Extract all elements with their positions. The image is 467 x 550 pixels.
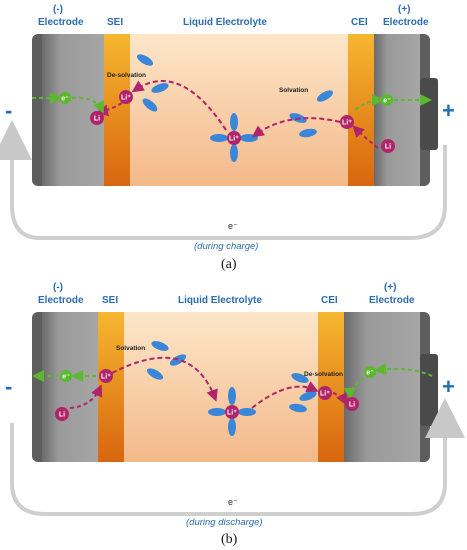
ion-path-arrow xyxy=(69,384,103,409)
ion-label-li-plus: Li⁺ xyxy=(227,410,237,417)
electrolyte-label: Liquid Electrolyte xyxy=(178,295,262,306)
electron-flow-arrow xyxy=(374,363,433,377)
mode-label: (during charge) xyxy=(194,241,259,252)
li-atom: Li xyxy=(55,407,69,421)
svg-text:Li: Li xyxy=(349,402,355,409)
negative-electrode xyxy=(42,34,104,186)
cei-label: CEI xyxy=(321,295,338,306)
electron-particle: e⁻ xyxy=(59,92,71,104)
positive-electrode xyxy=(374,34,420,186)
li-plus-ion: Li⁺ xyxy=(119,90,133,104)
cei-layer xyxy=(348,34,374,186)
svg-text:e⁻: e⁻ xyxy=(366,370,374,377)
li-atom: Li xyxy=(381,139,395,153)
neg-electrode-sign: (-) xyxy=(53,4,63,15)
external-circuit-arrow xyxy=(10,398,465,516)
ion-path-arrow xyxy=(131,80,227,131)
solvated-li-cluster: Li⁺ xyxy=(208,387,256,436)
battery-diagram-b: Li⁺ e⁻ Li⁺ Li Li⁺ e⁻ Li xyxy=(10,312,465,516)
svg-text:e⁻: e⁻ xyxy=(62,374,70,381)
pos-electrode-label: Electrode xyxy=(383,17,429,28)
electron-particle: e⁻ xyxy=(381,94,393,106)
solvated-li-cluster: Li⁺ xyxy=(210,113,258,162)
plus-sign: + xyxy=(442,98,455,123)
electron-flow-label: e⁻ xyxy=(228,221,238,231)
li-plus-ion: Li⁺ xyxy=(318,386,332,400)
pos-electrode-sign: (+) xyxy=(398,4,411,15)
panel-a-charge: Li⁺ e⁻ Li⁺ Li Li⁺ e⁻ Li (-) Electrode SE… xyxy=(0,0,467,272)
svg-text:Li: Li xyxy=(385,144,391,151)
pos-electrode-label: Electrode xyxy=(369,295,415,306)
electron-particle: e⁻ xyxy=(60,370,72,382)
electron-flow-arrow xyxy=(344,377,365,400)
solvent-molecules-right xyxy=(289,373,317,413)
battery-diagram-a: Li⁺ e⁻ Li⁺ Li Li⁺ e⁻ Li xyxy=(0,34,447,240)
svg-text:Li: Li xyxy=(94,116,100,123)
mode-label: (during discharge) xyxy=(186,517,263,528)
battery-terminal xyxy=(420,354,438,426)
svg-text:e⁻: e⁻ xyxy=(383,98,391,105)
electrolyte-region xyxy=(124,312,318,462)
plus-sign: + xyxy=(442,374,455,399)
positive-electrode xyxy=(344,312,420,462)
neg-electrode-label: Electrode xyxy=(38,17,84,28)
electron-flow-label: e⁻ xyxy=(228,497,238,507)
svg-text:Li: Li xyxy=(59,412,65,419)
li-atom: Li xyxy=(345,397,359,411)
svg-text:Li⁺: Li⁺ xyxy=(101,374,111,381)
ion-path-arrow xyxy=(111,356,218,402)
li-atom: Li xyxy=(90,111,104,125)
li-plus-ion: Li⁺ xyxy=(340,115,354,129)
sei-label: SEI xyxy=(102,295,119,306)
svg-text:Li⁺: Li⁺ xyxy=(121,95,131,102)
ion-path-arrow xyxy=(352,125,379,149)
electrolyte-region xyxy=(130,34,348,186)
ion-label-li-plus: Li⁺ xyxy=(229,136,239,143)
panel-b-discharge: Li⁺ e⁻ Li⁺ Li Li⁺ e⁻ Li (-) Electrode SE… xyxy=(0,278,467,550)
minus-sign: - xyxy=(5,374,13,399)
desolvation-label: De-solvation xyxy=(304,371,344,378)
panel-caption: (a) xyxy=(221,257,237,272)
neg-electrode-label: Electrode xyxy=(38,295,84,306)
minus-sign: - xyxy=(5,98,13,123)
solvation-label: Solvation xyxy=(116,345,146,352)
solvent-molecules-left xyxy=(136,54,169,112)
electron-flow-arrow xyxy=(354,94,384,111)
battery-terminal xyxy=(420,78,438,150)
ion-path-arrow xyxy=(251,117,341,138)
neg-electrode-sign: (-) xyxy=(53,282,63,293)
sei-label: SEI xyxy=(107,17,124,28)
desolvation-label: De-solvation xyxy=(107,72,147,79)
svg-text:Li⁺: Li⁺ xyxy=(342,120,352,127)
ion-path-arrow xyxy=(251,381,319,409)
svg-text:Li⁺: Li⁺ xyxy=(320,391,330,398)
negative-electrode xyxy=(42,312,98,462)
electron-particle: e⁻ xyxy=(364,366,376,378)
li-plus-ion: Li⁺ xyxy=(99,369,113,383)
electrolyte-label: Liquid Electrolyte xyxy=(183,17,267,28)
sei-layer xyxy=(98,312,124,462)
pos-electrode-sign: (+) xyxy=(384,282,397,293)
electron-flow-arrow xyxy=(71,96,104,114)
svg-text:e⁻: e⁻ xyxy=(61,96,69,103)
ion-path-arrow xyxy=(332,392,347,406)
external-circuit-arrow xyxy=(0,120,447,240)
solvation-label: Solvation xyxy=(279,87,309,94)
cei-label: CEI xyxy=(351,17,368,28)
panel-caption: (b) xyxy=(221,532,238,547)
